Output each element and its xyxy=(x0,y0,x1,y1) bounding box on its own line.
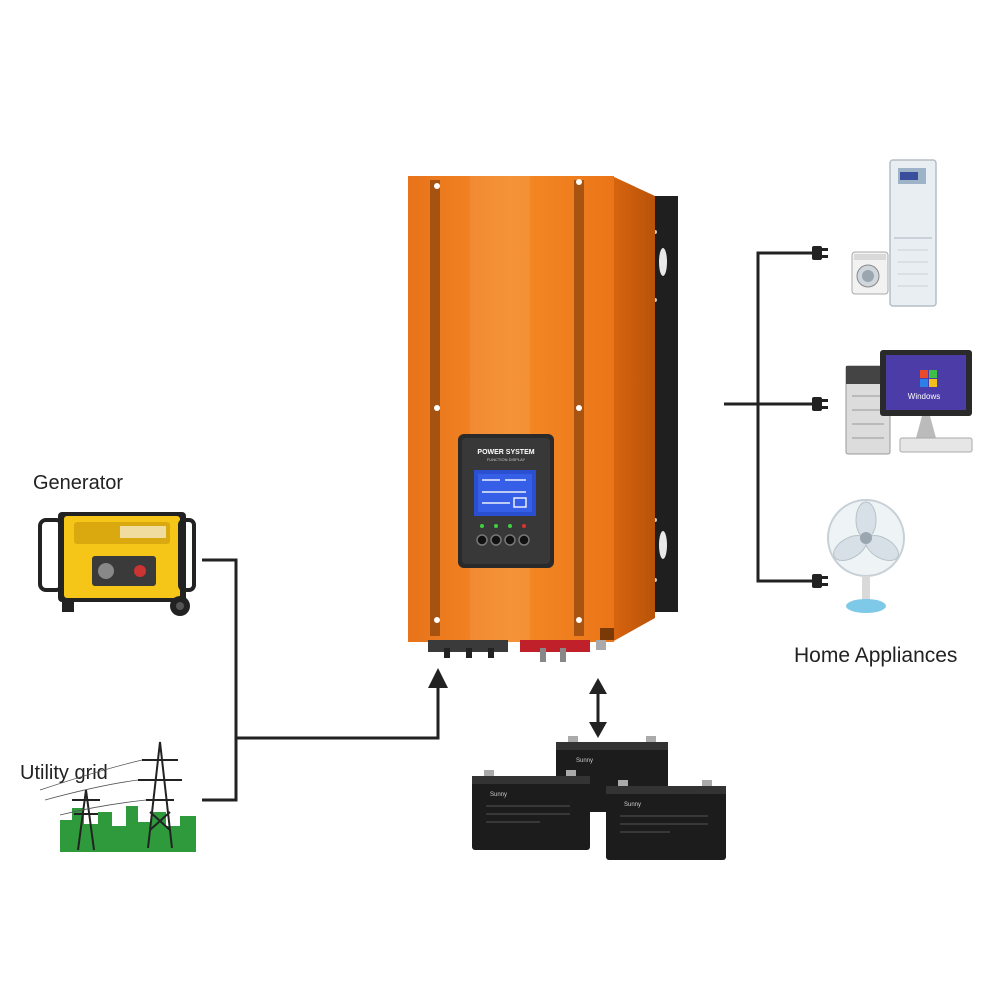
plug-icon xyxy=(812,397,828,411)
battery-brand: Sunny xyxy=(490,792,507,798)
plug-icon xyxy=(812,574,828,588)
utility-grid-label: Utility grid xyxy=(20,762,108,784)
battery-brand: Sunny xyxy=(624,802,641,808)
battery-arrow xyxy=(589,678,607,738)
computer-icon: Windows xyxy=(845,350,973,455)
power-tower-icon xyxy=(39,741,196,852)
battery-icon: Sunny xyxy=(472,770,590,850)
output-lines xyxy=(724,251,812,583)
inverter-unit: POWER SYSTEM FUNCTION DISPLAY xyxy=(408,176,678,662)
generator-icon xyxy=(38,512,196,616)
generator-label: Generator xyxy=(33,472,124,494)
inverter-subtitle: FUNCTION DISPLAY xyxy=(487,457,526,462)
fan-icon xyxy=(827,499,905,613)
panel-buttons xyxy=(476,534,530,546)
input-arrow-head xyxy=(428,668,448,688)
monitor-screen-text: Windows xyxy=(908,392,940,401)
battery-brand: Sunny xyxy=(576,758,593,764)
input-bus-line xyxy=(236,686,440,740)
washing-machine-icon xyxy=(851,251,889,295)
home-appliances-label: Home Appliances xyxy=(794,644,958,667)
battery-icon: Sunny xyxy=(606,780,726,860)
input-lines xyxy=(202,558,440,802)
plug-icon xyxy=(812,246,828,260)
inverter-terminals xyxy=(428,640,606,662)
inverter-brand: POWER SYSTEM xyxy=(477,449,534,456)
generator-line xyxy=(202,558,238,802)
air-conditioner-icon xyxy=(889,159,937,307)
